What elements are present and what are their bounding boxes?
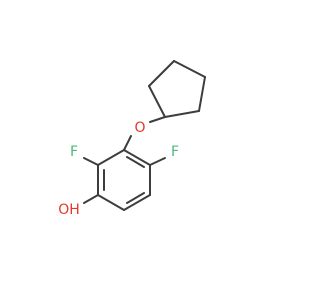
fluorine-right-label: F [171,144,179,160]
ether-oxygen-label: O [134,120,145,136]
benzene-ring [97,149,151,211]
ether-bonds [123,116,166,151]
substituent-bonds [83,157,166,204]
cyclopentyl-ring [148,60,206,118]
fluorine-left-label: F [70,144,78,160]
hydroxyl-label: OH [58,202,80,218]
molecule-structure: O F F OH [58,60,206,218]
